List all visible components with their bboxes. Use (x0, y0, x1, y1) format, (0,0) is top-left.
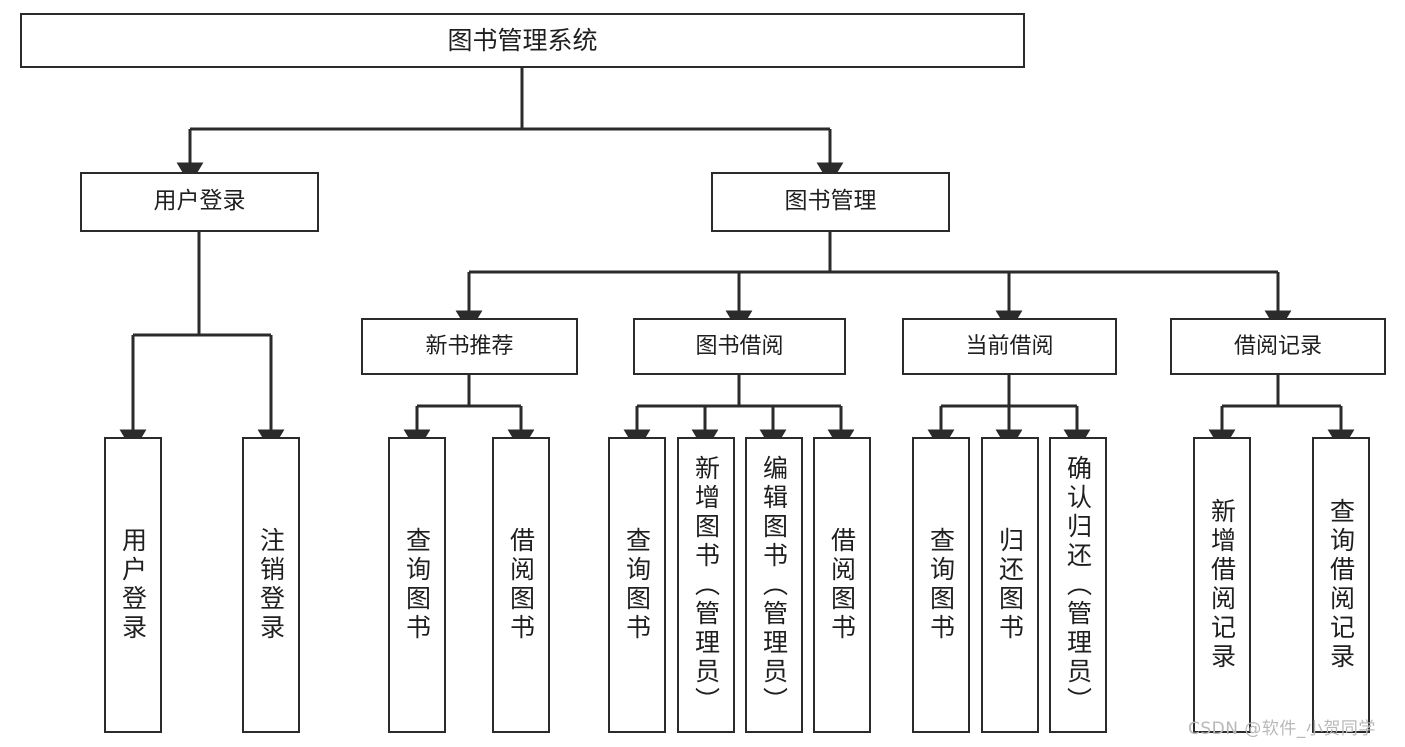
node-label: 当前借阅 (965, 333, 1054, 359)
leaf-book-borrow-add-admin[interactable]: 新增图书（管理员） (677, 437, 735, 733)
node-label: 借阅图书 (506, 527, 536, 643)
node-label: 归还图书 (995, 527, 1025, 643)
node-user-login[interactable]: 用户登录 (80, 172, 319, 232)
node-label: 用户登录 (153, 188, 246, 215)
node-label: 借阅图书 (827, 527, 857, 643)
leaf-user-login-signin[interactable]: 用户登录 (104, 437, 162, 733)
node-label: 查询图书 (926, 527, 956, 643)
node-book-borrow[interactable]: 图书借阅 (633, 318, 846, 375)
leaf-new-book-borrow[interactable]: 借阅图书 (492, 437, 550, 733)
leaf-new-book-query[interactable]: 查询图书 (388, 437, 446, 733)
node-label: 新增图书（管理员） (691, 454, 721, 716)
node-label: 确认归还（管理员） (1063, 454, 1093, 716)
node-label: 注销登录 (256, 527, 286, 643)
node-label: 图书借阅 (695, 333, 784, 359)
node-label: 新书推荐 (425, 333, 514, 359)
node-borrow-record[interactable]: 借阅记录 (1170, 318, 1386, 375)
leaf-borrow-record-query[interactable]: 查询借阅记录 (1312, 437, 1370, 733)
leaf-current-borrow-query[interactable]: 查询图书 (912, 437, 970, 733)
leaf-user-login-signout[interactable]: 注销登录 (242, 437, 300, 733)
node-label: 图书管理系统 (447, 25, 598, 55)
node-book-management[interactable]: 图书管理 (711, 172, 950, 232)
leaf-borrow-record-add[interactable]: 新增借阅记录 (1193, 437, 1251, 733)
leaf-current-borrow-confirm-admin[interactable]: 确认归还（管理员） (1049, 437, 1107, 733)
node-new-book-recommend[interactable]: 新书推荐 (361, 318, 578, 375)
node-label: 图书管理 (784, 188, 877, 215)
leaf-book-borrow-borrow[interactable]: 借阅图书 (813, 437, 871, 733)
node-current-borrow[interactable]: 当前借阅 (902, 318, 1117, 375)
leaf-book-borrow-query[interactable]: 查询图书 (608, 437, 666, 733)
node-label: 查询图书 (622, 527, 652, 643)
node-label: 借阅记录 (1233, 333, 1322, 359)
node-label: 编辑图书（管理员） (759, 454, 789, 716)
node-label: 查询借阅记录 (1326, 498, 1356, 672)
node-root-book-management-system[interactable]: 图书管理系统 (20, 13, 1025, 68)
node-label: 用户登录 (118, 527, 148, 643)
node-label: 查询图书 (402, 527, 432, 643)
leaf-book-borrow-edit-admin[interactable]: 编辑图书（管理员） (745, 437, 803, 733)
leaf-current-borrow-return[interactable]: 归还图书 (981, 437, 1039, 733)
node-label: 新增借阅记录 (1207, 498, 1237, 672)
